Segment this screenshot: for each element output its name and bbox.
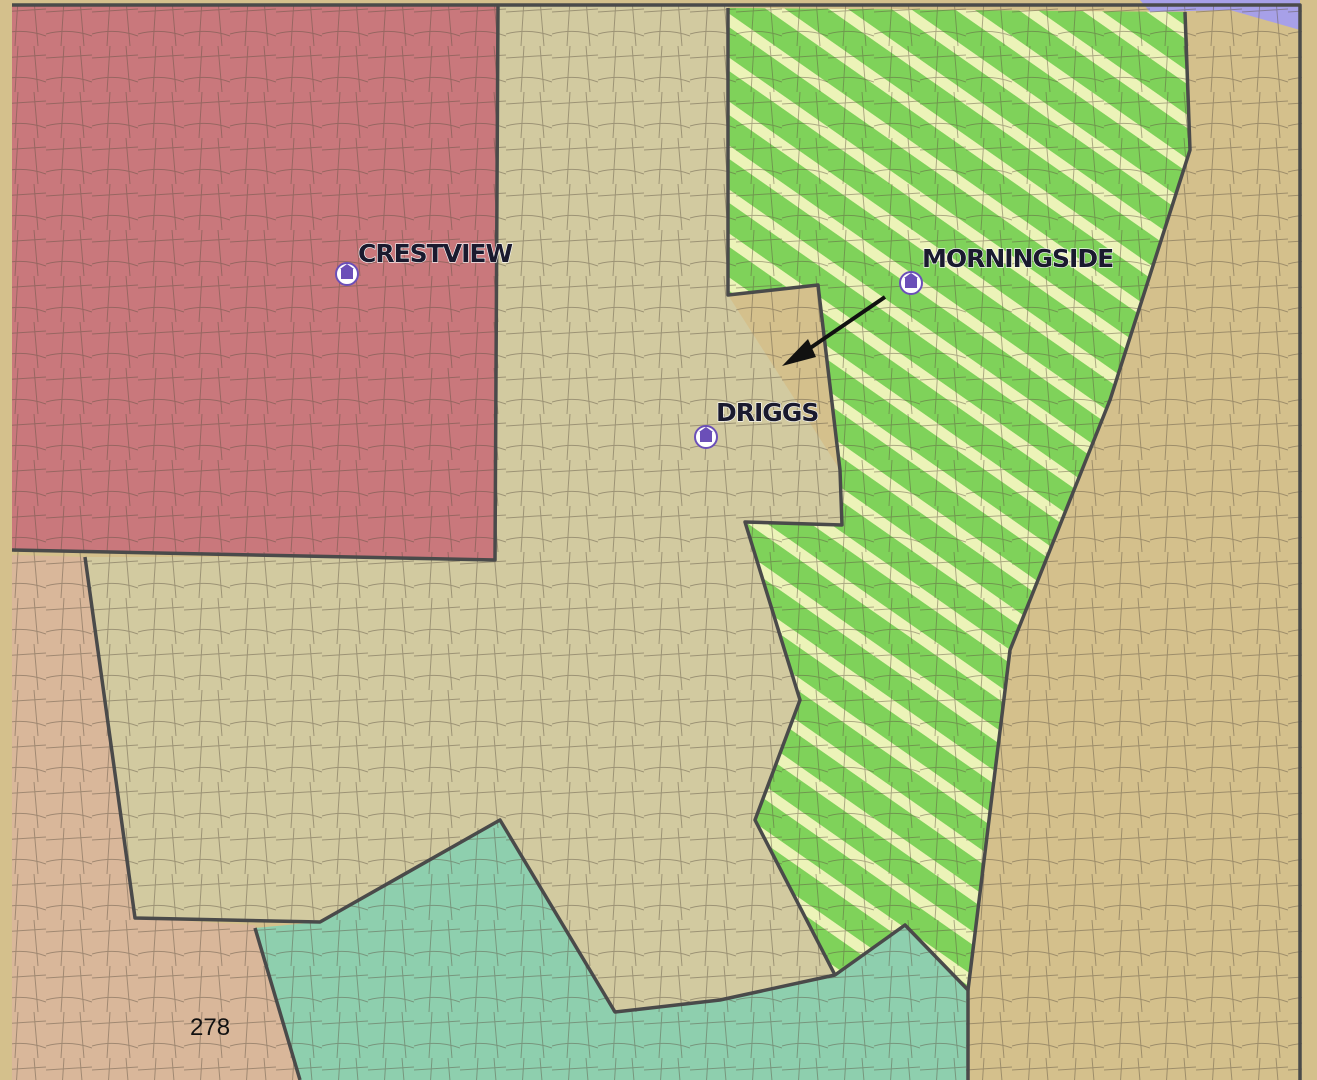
- street-network: [12, 5, 1302, 1080]
- school-icon[interactable]: [335, 262, 359, 286]
- school-icon[interactable]: [694, 425, 718, 449]
- driggs-label: DRIGGS: [716, 398, 818, 427]
- morningside-label: MORNINGSIDE: [922, 244, 1113, 273]
- school-icon[interactable]: [899, 271, 923, 295]
- district-boundaries: [11, 3, 1302, 1080]
- page-number: 278: [190, 1014, 230, 1041]
- crestview-label: CRESTVIEW: [358, 239, 512, 268]
- transfer-arrow: [782, 295, 887, 366]
